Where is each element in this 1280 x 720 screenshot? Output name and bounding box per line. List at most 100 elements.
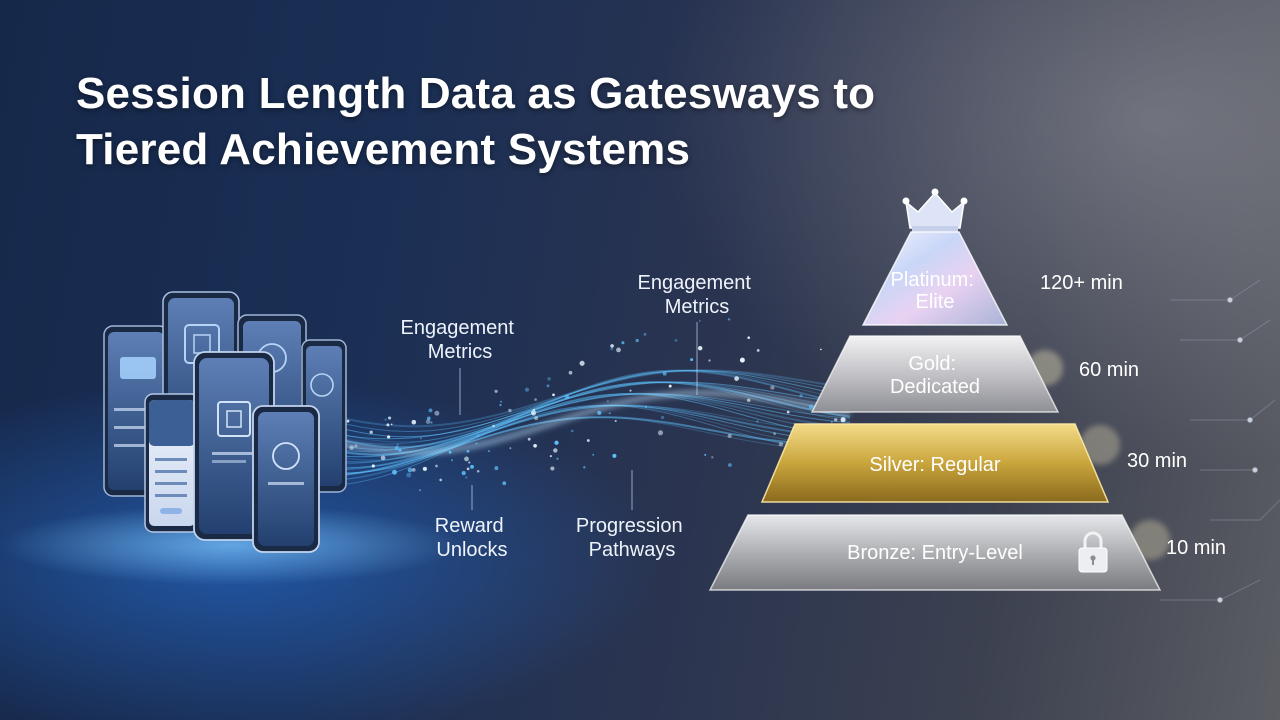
data-particle — [668, 384, 672, 388]
data-particle — [739, 357, 745, 363]
data-particle — [407, 467, 413, 473]
data-particle — [635, 338, 639, 343]
smartphone-icon — [103, 291, 347, 553]
data-particle — [549, 454, 553, 458]
data-particle — [533, 443, 537, 448]
tier-gold: Gold: Dedicated — [810, 335, 1060, 413]
label-engagement-right: Engagement Metrics — [638, 272, 757, 318]
data-particle — [568, 370, 573, 375]
wave-line — [299, 369, 851, 433]
page-title: Session Length Data as Gatesways to Tier… — [76, 66, 1036, 178]
label-connectors — [459, 322, 698, 510]
tier-bronze-time: 10 min — [1166, 537, 1226, 559]
phone-front-left — [144, 393, 200, 533]
tier-silver-label: Silver: Regular — [869, 454, 1001, 476]
data-particle — [349, 445, 354, 451]
data-particle — [534, 398, 537, 401]
tier-bronze: Bronze: Entry-Level — [708, 514, 1162, 591]
data-particle — [387, 435, 391, 439]
data-particle — [488, 450, 490, 452]
wave-line — [299, 381, 851, 440]
data-particle — [556, 457, 559, 460]
data-particle — [697, 345, 703, 351]
data-particle — [494, 389, 498, 393]
data-particle — [406, 472, 412, 478]
data-particle — [770, 385, 775, 390]
data-particle — [476, 470, 480, 473]
data-particle — [508, 408, 512, 413]
wave-line — [299, 381, 851, 445]
tier-bronze-label: Bronze: Entry-Level — [847, 542, 1023, 564]
flow-labels: Engagement Metrics Engagement Metrics Re… — [401, 272, 757, 561]
data-particle — [466, 449, 470, 453]
tier-platinum: Platinum: Elite — [861, 231, 1009, 326]
phone-front-right — [252, 405, 320, 553]
data-particle — [384, 418, 387, 421]
data-particle — [461, 471, 466, 476]
data-particle — [564, 394, 570, 400]
data-particle — [592, 453, 595, 456]
data-particle — [607, 400, 609, 402]
data-particle — [616, 347, 621, 353]
data-particle — [786, 410, 790, 414]
data-particle — [465, 476, 468, 479]
data-particle — [380, 455, 386, 461]
data-particle — [524, 387, 530, 392]
floor-glow — [0, 505, 460, 585]
data-particle — [699, 320, 701, 322]
data-particle — [644, 405, 648, 408]
wave-line — [299, 393, 851, 468]
wave-line — [299, 369, 851, 428]
data-particle — [468, 461, 471, 464]
data-particle — [727, 433, 732, 439]
tier-gold-label: Gold: Dedicated — [890, 353, 980, 398]
data-particle — [346, 419, 350, 423]
data-particle — [773, 432, 776, 436]
wave-line — [299, 381, 851, 461]
data-particle — [734, 376, 739, 381]
data-particle — [371, 464, 375, 468]
data-particle — [398, 448, 402, 452]
label-progression-pathways: Progression Pathways — [576, 515, 688, 561]
data-particle — [439, 478, 443, 482]
tier-platinum-time: 120+ min — [1040, 272, 1123, 294]
data-particle — [610, 347, 613, 351]
data-particle — [500, 400, 503, 403]
data-particle — [419, 437, 422, 440]
data-particle — [422, 466, 427, 471]
data-particle — [621, 341, 625, 345]
data-particle — [579, 360, 585, 366]
data-particle — [392, 469, 397, 475]
data-particle — [411, 468, 416, 472]
wave-line — [299, 404, 850, 481]
data-particle — [660, 415, 665, 420]
data-particle — [475, 442, 478, 445]
wave-line — [299, 393, 851, 474]
data-particle — [711, 456, 714, 459]
data-particle — [425, 419, 431, 424]
data-particle — [690, 358, 694, 362]
tier-silver-time: 30 min — [1127, 450, 1187, 472]
data-particle — [728, 463, 732, 467]
data-particle — [552, 393, 555, 397]
data-particle — [662, 371, 667, 376]
data-particle — [494, 466, 499, 471]
data-particle — [466, 467, 470, 471]
data-particle — [448, 450, 452, 454]
data-particle — [586, 439, 590, 442]
data-particle — [434, 410, 440, 416]
data-particle — [354, 444, 358, 448]
data-particle — [746, 398, 751, 402]
data-particle — [799, 394, 803, 398]
data-particle — [704, 453, 707, 456]
data-particle — [470, 464, 474, 469]
data-particle — [394, 446, 399, 451]
data-particle — [530, 410, 537, 416]
achievement-pyramid: Platinum: Elite Gold: Dedicated Silver: … — [708, 188, 1226, 591]
data-particle — [426, 416, 431, 421]
data-particle — [550, 466, 555, 471]
data-particle — [597, 410, 602, 415]
data-particle — [830, 420, 833, 423]
data-particle — [570, 429, 574, 433]
wave-line — [299, 369, 851, 438]
